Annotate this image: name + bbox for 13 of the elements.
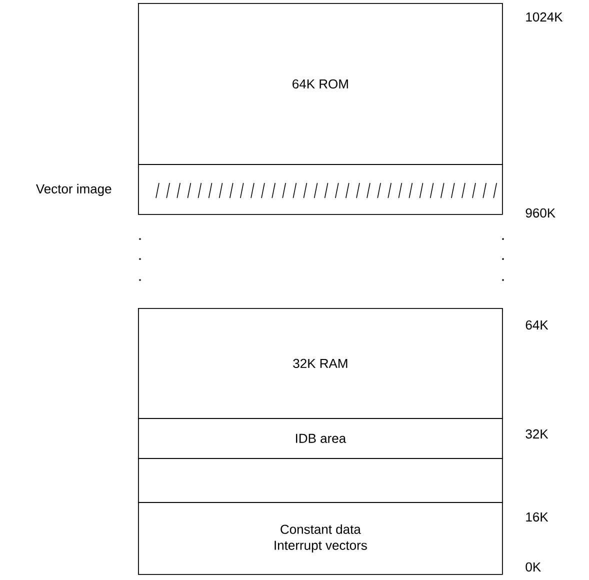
address-label: 960K — [526, 208, 556, 218]
hatched-region — [138, 164, 503, 215]
memory-region: IDB area — [138, 418, 503, 459]
memory-region: Constant data Interrupt vectors — [138, 502, 503, 575]
address-label: 16K — [526, 512, 548, 522]
memory-region — [138, 458, 503, 503]
side-label: Vector image — [36, 184, 112, 196]
address-label: 1024K — [526, 12, 563, 22]
memory-region: 64K ROM — [138, 2, 503, 165]
address-label: 32K — [526, 429, 548, 439]
address-label: 64K — [526, 320, 548, 330]
memory-region: 32K RAM — [138, 308, 503, 419]
address-label: 0K — [526, 562, 541, 572]
